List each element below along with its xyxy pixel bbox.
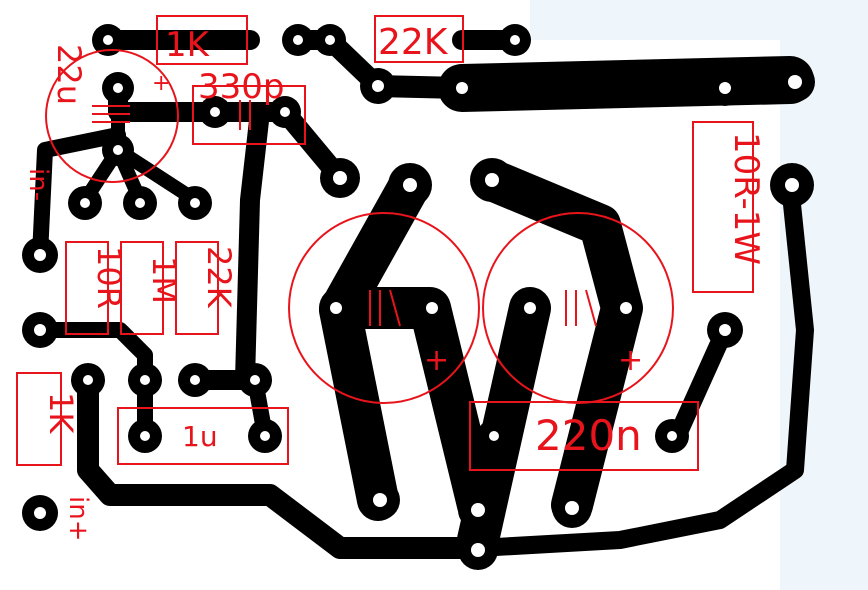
label-1u: 1u xyxy=(182,420,218,453)
pad-10r1w-low xyxy=(707,312,743,348)
pad-22k-mid-low xyxy=(178,363,212,397)
silkscreen-labels: 1K 22K 22u + 330p in- 10R 1M 22K 1K in+ … xyxy=(23,22,766,542)
outline-10r xyxy=(65,241,109,335)
trace-right-elco xyxy=(471,159,643,526)
pad-rail-b xyxy=(444,70,480,106)
trace-driver-vertical xyxy=(185,102,270,390)
pad-1u-a xyxy=(128,419,162,453)
pad-10r-low xyxy=(71,363,105,397)
pad-driver-low xyxy=(238,363,272,397)
label-in-plus: in+ xyxy=(63,496,93,542)
pad-bottom-left xyxy=(360,480,400,520)
background-panel-top xyxy=(530,0,780,40)
outline-22k-top xyxy=(374,15,464,63)
outline-elco-left xyxy=(288,212,480,404)
pad-bottom-mid xyxy=(458,490,498,530)
label-10r: 10R xyxy=(90,246,128,309)
label-1k-left: 1K xyxy=(42,392,80,434)
silkscreen-outlines xyxy=(16,15,754,471)
pad-output-ground xyxy=(458,530,498,570)
label-10r-1w: 10R-1W xyxy=(726,132,766,265)
label-elco-right-plus: + xyxy=(618,343,643,378)
label-22k-mid: 22K xyxy=(200,246,238,309)
outline-10r1w xyxy=(692,121,754,293)
outline-1k-top xyxy=(156,15,248,65)
pad-elco-left-top2 xyxy=(388,163,432,207)
label-elco-left-plus: + xyxy=(424,343,449,378)
pad-330p-a xyxy=(199,96,231,128)
label-330p: 330p xyxy=(198,67,284,107)
pad-in-plus xyxy=(22,495,58,531)
pad-220n-b xyxy=(655,419,689,453)
polarity-mark-right xyxy=(565,289,597,327)
pad-fan-1 xyxy=(68,186,102,220)
pad-rail-d xyxy=(775,62,815,102)
polarity-mark-22u xyxy=(92,105,130,123)
pad-output-wire xyxy=(770,163,814,207)
outline-22k-mid xyxy=(175,241,219,335)
pad-rail-c xyxy=(707,70,743,106)
outline-1k-left xyxy=(16,372,62,466)
label-22k-top: 22K xyxy=(378,22,449,63)
pad-rail-a xyxy=(360,68,396,104)
pad-1u-b xyxy=(248,419,282,453)
label-22u: 22u xyxy=(50,44,88,105)
pad-1k-left-top xyxy=(22,312,58,348)
trace-in-minus xyxy=(32,127,126,263)
trace-220n-link xyxy=(671,321,734,439)
trace-output-wire xyxy=(469,176,814,557)
pads xyxy=(22,24,815,570)
pad-22k-top-a xyxy=(314,24,346,56)
trace-left-elco xyxy=(319,164,431,521)
outline-1u xyxy=(117,407,289,465)
pad-elco-right-a xyxy=(524,302,536,314)
label-1m: 1M xyxy=(145,256,183,304)
label-220n: 220n xyxy=(535,411,642,460)
pad-1m-low xyxy=(128,363,162,397)
outline-220n xyxy=(469,401,699,471)
pad-elco-left-top xyxy=(320,158,360,198)
pad-220n-a xyxy=(477,419,511,453)
pad-22k-top-b xyxy=(499,24,531,56)
pad-bottom-right xyxy=(552,488,592,528)
pad-22u-minus xyxy=(102,134,134,166)
label-1k-top: 1K xyxy=(165,25,211,65)
pad-elco-left-a xyxy=(330,302,342,314)
pad-elco-left-b xyxy=(426,302,438,314)
pad-in-minus xyxy=(22,237,58,273)
pad-330p-b xyxy=(269,96,301,128)
pad-fan-2 xyxy=(123,186,157,220)
pad-1k-top-a xyxy=(92,24,124,56)
pad-elco-right-b xyxy=(620,302,632,314)
pad-fan-3 xyxy=(178,186,212,220)
polarity-mark-330p xyxy=(239,100,251,130)
outline-1m xyxy=(120,241,164,335)
pad-elco-right-top xyxy=(470,158,514,202)
label-in-minus: in- xyxy=(23,168,53,201)
pad-22u-plus xyxy=(102,72,134,104)
outline-330p xyxy=(192,85,306,145)
polarity-mark-left xyxy=(369,289,401,327)
trace-ground-return xyxy=(77,369,489,559)
outline-22u xyxy=(45,49,179,183)
pad-1k-top-b xyxy=(282,24,314,56)
label-22u-plus: + xyxy=(152,71,170,96)
